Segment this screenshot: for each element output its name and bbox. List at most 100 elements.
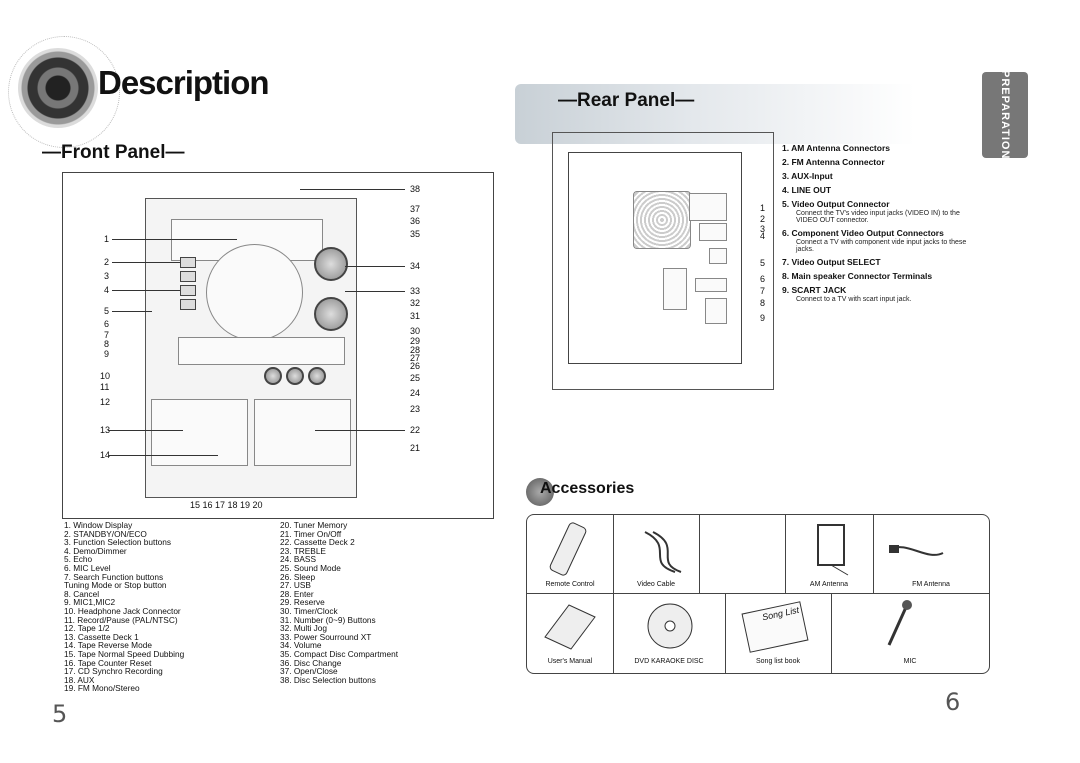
- rear-item: 3. AUX-Input: [782, 171, 833, 181]
- list-item: 5. Echo: [64, 554, 93, 565]
- rear-panel-list: 1. AM Antenna Connectors 2. FM Antenna C…: [782, 143, 982, 307]
- list-item: 8. Cancel: [64, 588, 100, 599]
- leader-line: [345, 291, 405, 292]
- front-panel-heading-text: Front Panel: [61, 142, 166, 163]
- list-item: 30. Timer/Clock: [280, 605, 338, 616]
- callout-bottom: 15 16 17 18 19 20: [190, 500, 263, 510]
- preparation-tab: PREPARATION: [982, 70, 1028, 160]
- rear-item-note: Connect the TV's video input jacks (VIDE…: [796, 210, 960, 224]
- callout: 6: [104, 319, 110, 329]
- callout: 22: [410, 425, 421, 435]
- front-panel-list-col2: 20. Tuner Memory 21. Timer On/Off 22. Ca…: [280, 521, 490, 684]
- list-item: 9. MIC1,MIC2: [64, 597, 116, 608]
- callout: 9: [760, 313, 766, 323]
- callout: 1: [760, 203, 766, 213]
- rear-item-note: Connect to a TV with scart input jack.: [796, 296, 912, 303]
- callout: 31: [410, 311, 421, 321]
- list-item: 15. Tape Normal Speed Dubbing: [64, 648, 185, 659]
- list-item: 13. Cassette Deck 1: [64, 631, 139, 642]
- callout: 23: [410, 404, 421, 414]
- rear-panel-heading: —Rear Panel—: [558, 90, 695, 111]
- callout: 2: [104, 257, 110, 267]
- list-item: 6. MIC Level: [64, 562, 111, 573]
- rear-panel-heading-text: Rear Panel: [577, 90, 676, 111]
- leader-line: [345, 266, 405, 267]
- list-item: 34. Volume: [280, 640, 322, 651]
- front-panel-heading: —Front Panel—: [42, 142, 185, 163]
- list-item: 36. Disc Change: [280, 657, 342, 668]
- cell-divider: [785, 515, 786, 593]
- rear-panel-figure: [552, 132, 774, 390]
- callout: 4: [760, 231, 766, 241]
- list-item: 37. Open/Close: [280, 666, 338, 677]
- video-cable-icon: [644, 531, 682, 573]
- sound-mode-knob: [308, 367, 326, 385]
- list-item: 14. Tape Reverse Mode: [64, 640, 152, 651]
- callout: 34: [410, 261, 421, 271]
- bass-knob: [286, 367, 304, 385]
- callout: 8: [104, 339, 110, 349]
- list-item: 7. Search Function buttons: [64, 571, 164, 582]
- title-decoration: [8, 36, 120, 148]
- list-item: 29. Reserve: [280, 597, 325, 608]
- accessory-caption: Video Cable: [636, 581, 675, 588]
- list-item: 16. Tape Counter Reset: [64, 657, 152, 668]
- line-out-jacks: [699, 223, 727, 241]
- function-button: [180, 271, 196, 282]
- disc-icon: [647, 603, 693, 649]
- list-item: 38. Disc Selection buttons: [280, 674, 376, 685]
- callout: 37: [410, 204, 421, 214]
- list-item: 31. Number (0~9) Buttons: [280, 614, 376, 625]
- callout: 4: [104, 285, 110, 295]
- am-antenna-icon: [817, 524, 849, 576]
- number-buttons: [178, 337, 345, 365]
- speaker-terminals: [663, 268, 687, 310]
- list-item: 18. AUX: [64, 674, 95, 685]
- leader-line: [112, 239, 237, 240]
- rear-item: 2. FM Antenna Connector: [782, 157, 885, 167]
- treble-knob: [264, 367, 282, 385]
- callout: 35: [410, 229, 421, 239]
- rear-item: 4. LINE OUT: [782, 185, 832, 195]
- callout: 38: [410, 184, 421, 194]
- cooling-fan: [633, 191, 691, 249]
- leader-line: [108, 430, 183, 431]
- list-item: 26. Sleep: [280, 571, 316, 582]
- callout: 8: [760, 298, 766, 308]
- multi-jog-knob: [314, 297, 348, 331]
- rear-item: 5. Video Output Connector: [782, 199, 890, 209]
- callout: 7: [760, 286, 766, 296]
- function-button: [180, 299, 196, 310]
- preparation-tab-label: PREPARATION: [999, 70, 1011, 160]
- list-item: 1. Window Display: [64, 520, 133, 530]
- rear-panel-device: [568, 152, 742, 364]
- front-panel-figure: [62, 172, 494, 519]
- list-item: 17. CD Synchro Recording: [64, 666, 163, 677]
- leader-line: [112, 290, 180, 291]
- callout: 36: [410, 216, 421, 226]
- cassette-deck-2: [254, 399, 351, 466]
- callout: 6: [760, 274, 766, 284]
- accessory-caption: DVD KARAOKE DISC: [634, 658, 704, 665]
- row-divider: [527, 593, 989, 594]
- cassette-deck-1: [151, 399, 248, 466]
- rear-item: 7. Video Output SELECT: [782, 257, 881, 267]
- scart-jack: [705, 298, 727, 324]
- cell-divider: [725, 593, 726, 673]
- list-item: 27. USB: [280, 580, 311, 591]
- list-item: 20. Tuner Memory: [280, 520, 348, 530]
- list-item: 12. Tape 1/2: [64, 623, 110, 634]
- cell-divider: [613, 593, 614, 673]
- list-item: 2. STANDBY/ON/ECO: [64, 528, 147, 539]
- list-item: 11. Record/Pause (PAL/NTSC): [64, 614, 178, 625]
- rear-item: 6. Component Video Output Connectors: [782, 228, 944, 238]
- callout: 5: [760, 258, 766, 268]
- list-item: 21. Timer On/Off: [280, 528, 342, 539]
- callout: 9: [104, 349, 110, 359]
- disc-icon: [18, 48, 98, 128]
- cell-divider: [699, 515, 700, 593]
- rear-item-note: Connect a TV with component vide input j…: [796, 239, 967, 253]
- video-select-switch: [695, 278, 727, 292]
- song-list-book-icon: Song List: [741, 601, 809, 653]
- list-item: 33. Power Sourround XT: [280, 631, 372, 642]
